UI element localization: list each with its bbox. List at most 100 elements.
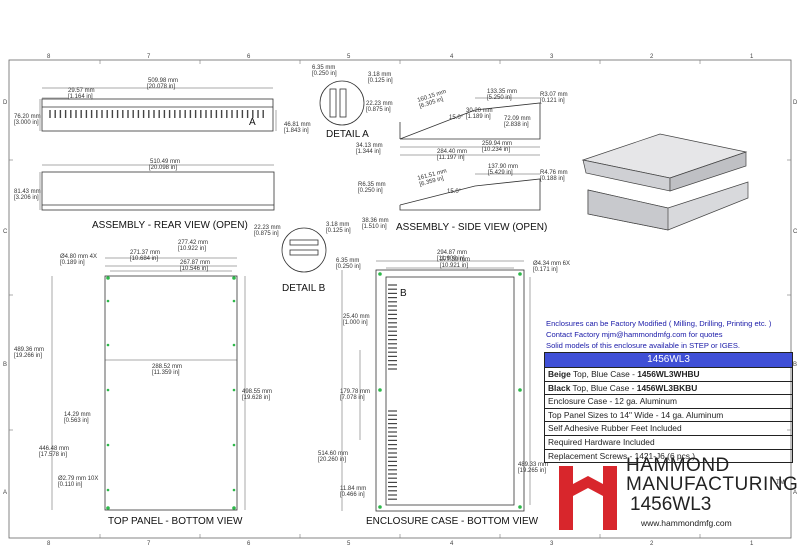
dim-label: [0.875 in] xyxy=(254,231,279,237)
detail-b-title: DETAIL B xyxy=(282,283,326,294)
dim-label: [5.250 in] xyxy=(487,95,512,101)
dim-label: 76.20 mm xyxy=(14,114,41,120)
note-line: Enclosures can be Factory Modified ( Mil… xyxy=(546,319,772,328)
brand-name: HAMMOND MANUFACTURING xyxy=(626,455,799,495)
spec-row: Beige Top, Blue Case - 1456WL3WHBU xyxy=(545,368,792,382)
dim-label: 30.20 mm xyxy=(466,108,493,114)
dim-label: 510.49 mm xyxy=(150,159,180,165)
dim-label: 46.81 mm xyxy=(284,122,311,128)
dim-label: [1.510 in] xyxy=(362,224,387,230)
dim-label: [17.578 in] xyxy=(39,452,67,458)
spec-table-title: 1456WL3 xyxy=(545,353,792,368)
dim-label: 11.84 mm xyxy=(340,486,366,492)
dim-label: 15.0° xyxy=(449,115,464,121)
dim-label: [19.628 in] xyxy=(242,395,270,401)
note-line: Contact Factory mjm@hammondmfg.com for q… xyxy=(546,330,723,339)
detail-a-title: DETAIL A xyxy=(326,129,369,140)
modification-notes: Enclosures can be Factory Modified ( Mil… xyxy=(546,318,796,351)
dim-label: [5.429 in] xyxy=(488,170,513,176)
dim-label: 133.35 mm xyxy=(487,89,517,95)
dim-label: 6.35 mm xyxy=(336,258,359,264)
website-link[interactable]: www.hammondmfg.com xyxy=(641,518,732,528)
dim-label: 514.60 mm xyxy=(318,451,348,457)
spec-row: Required Hardware Included xyxy=(545,436,792,450)
dim-label: Ø4.80 mm 4X xyxy=(60,254,97,260)
grid-col-label: 4 xyxy=(450,541,454,547)
dim-label: [0.250 in] xyxy=(358,188,383,194)
spec-row: Top Panel Sizes to 14" Wide - 14 ga. Alu… xyxy=(545,409,792,423)
dim-label: [10.546 in] xyxy=(180,266,208,272)
grid-col-label: 7 xyxy=(147,54,151,60)
grid-row-label: A xyxy=(3,490,7,496)
dim-label: [2.838 in] xyxy=(504,122,529,128)
dim-label: [10.921 in] xyxy=(440,263,468,269)
spec-row: Self Adhesive Rubber Feet Included xyxy=(545,422,792,436)
dim-label: [19.265 in] xyxy=(518,468,546,474)
dim-label: 29.57 mm xyxy=(68,88,95,94)
dim-label: 446.48 mm xyxy=(39,446,69,452)
dim-label: [0.189 in] xyxy=(60,260,85,266)
grid-row-label: C xyxy=(793,229,798,235)
grid-col-label: 2 xyxy=(650,541,654,547)
grid-col-label: 8 xyxy=(47,54,51,60)
dim-label: 22.23 mm xyxy=(254,225,281,231)
hammond-logo-mark xyxy=(559,466,617,530)
grid-row-label: C xyxy=(3,229,8,235)
dim-label: 15.0° xyxy=(447,189,462,195)
dim-label: 34.13 mm xyxy=(356,143,383,149)
dim-label: [1.000 in] xyxy=(343,320,368,326)
dim-label: 294.87 mm xyxy=(437,250,467,256)
detail-a-marker: A xyxy=(249,117,256,128)
grid-col-label: 5 xyxy=(347,541,351,547)
dim-label: 3.18 mm xyxy=(326,222,349,228)
dim-label: [1.344 in] xyxy=(356,149,381,155)
dim-label: [1.189 in] xyxy=(466,114,491,120)
dim-label: 38.36 mm xyxy=(362,218,389,224)
grid-col-label: 3 xyxy=(550,541,554,547)
dim-label: 259.94 mm xyxy=(482,141,512,147)
dim-label: [11.197 in] xyxy=(437,155,465,161)
grid-col-label: 2 xyxy=(650,54,654,60)
dim-label: 6.35 mm xyxy=(312,65,335,71)
dim-label: 489.36 mm xyxy=(14,347,44,353)
dim-label: [10.922 in] xyxy=(178,246,206,252)
grid-ticks xyxy=(9,60,791,538)
dim-label: [0.125 in] xyxy=(326,228,351,234)
grid-col-label: 6 xyxy=(247,54,251,60)
grid-col-label: 7 xyxy=(147,541,151,547)
detail-b-drawing xyxy=(281,227,327,273)
dim-label: R3.07 mm xyxy=(540,92,568,98)
dim-label: [7.078 in] xyxy=(340,395,365,401)
dim-label: 271.37 mm xyxy=(130,250,160,256)
case-drawing xyxy=(375,269,525,512)
grid-col-label: 3 xyxy=(550,54,554,60)
dim-label: [10.234 in] xyxy=(482,147,510,153)
grid-col-label: 8 xyxy=(47,541,51,547)
dim-label: 267.87 mm xyxy=(180,260,210,266)
dim-label: [0.466 in] xyxy=(340,492,365,498)
dim-label: 3.18 mm xyxy=(368,72,391,78)
dim-label: [0.563 in] xyxy=(64,418,89,424)
spec-row: Enclosure Case - 12 ga. Aluminum xyxy=(545,395,792,409)
grid-row-label: B xyxy=(793,362,797,368)
dim-label: [11.359 in] xyxy=(152,370,180,376)
spec-row: Replacement Screws - 1421-J6 (6 pcs.) xyxy=(545,450,792,464)
dim-label: [10.684 in] xyxy=(130,256,158,262)
grid-col-label: 5 xyxy=(347,54,351,60)
top-panel-drawing xyxy=(104,275,238,511)
dim-label: 137.90 mm xyxy=(488,164,518,170)
dim-label: 22.23 mm xyxy=(366,101,393,107)
dim-label: [11.609 in] xyxy=(437,256,465,262)
dim-label: [3.000 in] xyxy=(14,120,39,126)
dim-label: [0.171 in] xyxy=(533,267,558,273)
dim-label: [0.188 in] xyxy=(540,176,565,182)
note-line: Solid models of this enclosure available… xyxy=(546,341,741,350)
spec-row: Black Top, Blue Case - 1456WL3BKBU xyxy=(545,382,792,396)
rear-view-bottom-part xyxy=(41,171,275,211)
rear-view-title: ASSEMBLY - REAR VIEW (OPEN) xyxy=(92,220,248,231)
side-view-title: ASSEMBLY - SIDE VIEW (OPEN) xyxy=(396,222,547,233)
dim-label: R6.35 mm xyxy=(358,182,386,188)
dim-label: [20.078 in] xyxy=(147,84,175,90)
detail-b-marker: B xyxy=(400,288,407,299)
